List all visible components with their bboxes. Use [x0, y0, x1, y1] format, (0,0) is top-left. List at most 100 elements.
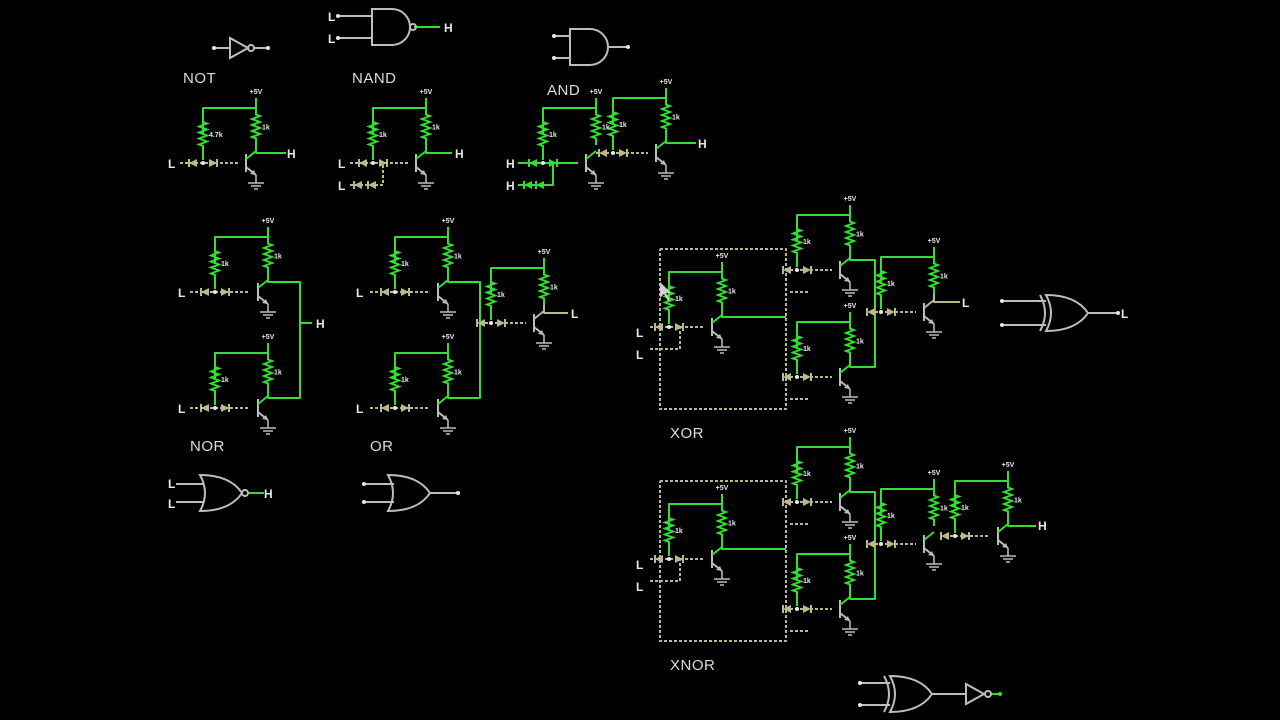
junction-dot — [489, 321, 493, 325]
resistor — [790, 215, 804, 267]
junction-dot — [795, 607, 799, 611]
resistor — [484, 268, 498, 320]
resistor — [196, 108, 210, 160]
junction-dot — [212, 46, 216, 50]
resistor-value: 4.7k — [209, 132, 223, 139]
input-high: H — [506, 179, 515, 193]
transistor-collector — [923, 531, 935, 541]
supply-label: +5V — [420, 89, 433, 96]
junction-dot — [1116, 311, 1120, 315]
wire — [665, 135, 696, 144]
emitter-arrow — [442, 415, 448, 420]
diode — [783, 605, 791, 613]
transistor-collector — [533, 310, 545, 320]
resistor — [388, 237, 402, 289]
wire — [394, 343, 449, 380]
wire — [721, 541, 786, 550]
emitter-arrow — [844, 384, 850, 389]
wire — [796, 437, 851, 474]
supply-label: +5V — [928, 238, 941, 245]
junction-dot — [795, 500, 799, 504]
output-low: L — [962, 296, 969, 310]
resistor-value: 1k — [454, 254, 462, 261]
resistor — [208, 237, 222, 289]
diode — [961, 532, 969, 540]
junction-dot — [456, 491, 460, 495]
junction-dot — [541, 161, 545, 165]
wire — [542, 98, 597, 135]
junction-dot — [998, 692, 1002, 696]
supply-label: +5V — [442, 334, 455, 341]
junction-dot — [858, 703, 862, 707]
input-low: L — [178, 286, 185, 300]
emitter-arrow — [844, 509, 850, 514]
wire — [425, 145, 452, 154]
wire — [214, 343, 269, 380]
emitter-arrow — [928, 551, 934, 556]
input-low: L — [356, 402, 363, 416]
transistor-collector — [839, 364, 851, 374]
junction-dot — [362, 500, 366, 504]
resistor-value: 1k — [887, 513, 895, 520]
resistor — [419, 108, 433, 145]
diode — [401, 288, 409, 296]
logic-low: L — [328, 10, 335, 24]
logic-low: L — [328, 32, 335, 46]
resistor-value: 1k — [221, 377, 229, 384]
wire — [668, 262, 723, 299]
resistor — [843, 554, 857, 591]
diode — [359, 159, 367, 167]
diode — [655, 323, 663, 331]
junction-dot — [858, 681, 862, 685]
resistor-value: 1k — [549, 132, 557, 139]
junction-dot — [393, 290, 397, 294]
resistor-value: 1k — [675, 296, 683, 303]
junction-dot — [213, 290, 217, 294]
diode — [529, 159, 537, 167]
resistor-value: 1k — [1014, 498, 1022, 505]
transistor-collector — [839, 596, 851, 606]
diode — [381, 404, 389, 412]
resistor — [536, 108, 550, 160]
emitter-arrow — [928, 319, 934, 324]
supply-label: +5V — [262, 218, 275, 225]
wire — [255, 145, 286, 154]
emitter-arrow — [250, 170, 256, 175]
diode — [783, 373, 791, 381]
wire — [543, 305, 568, 314]
junction-dot — [336, 14, 340, 18]
wire — [612, 88, 667, 125]
xor-input-curve — [1039, 294, 1046, 332]
inversion-bubble — [241, 489, 249, 497]
text-layer: LLH+5V4.7k1kLH+5V1k1kLLH+5V1k1k+5V1k1kHH… — [168, 10, 1128, 594]
transistor-collector — [257, 279, 269, 289]
resistor — [606, 98, 620, 150]
transistor-collector — [655, 140, 667, 150]
supply-label: +5V — [844, 428, 857, 435]
input-low: L — [356, 286, 363, 300]
diode — [803, 498, 811, 506]
emitter-arrow — [716, 566, 722, 571]
junction-dot — [879, 542, 883, 546]
resistor — [715, 272, 729, 309]
transistor-collector — [839, 489, 851, 499]
resistor — [537, 268, 551, 305]
input-high: H — [506, 157, 515, 171]
transistor-collector — [923, 299, 935, 309]
diode — [477, 319, 485, 327]
inversion-bubble — [984, 690, 992, 698]
supply-label: +5V — [716, 485, 729, 492]
diode — [401, 404, 409, 412]
supply-label: +5V — [538, 249, 551, 256]
or-gate-symbol — [888, 674, 934, 714]
transistor-collector — [415, 150, 427, 160]
label-xor: XOR — [670, 425, 705, 442]
resistor-value: 1k — [856, 339, 864, 346]
label-and: AND — [547, 82, 581, 99]
xor-input-curve — [883, 675, 890, 713]
output-high: H — [316, 317, 325, 331]
wire — [372, 98, 427, 135]
wire — [954, 471, 1009, 508]
junction-dot — [552, 34, 556, 38]
